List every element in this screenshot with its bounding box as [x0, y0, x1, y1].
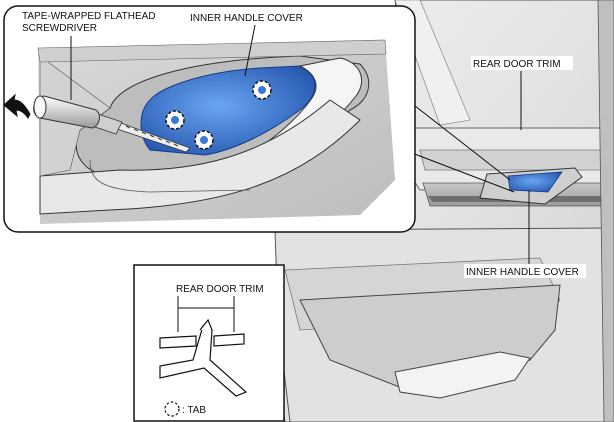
rear-door-trim-label: REAR DOOR TRIM — [473, 59, 561, 70]
dashed-circle-icon — [164, 401, 180, 417]
tab-legend-label: : TAB — [182, 405, 206, 416]
inner-handle-cover-label-right: INNER HANDLE COVER — [466, 267, 579, 278]
callout-tie-line-lower — [411, 152, 515, 193]
flathead-screwdriver — [33, 95, 191, 153]
inner-cover-top-leader — [244, 24, 256, 77]
tab-marker-3 — [194, 130, 214, 150]
section-view-inset: REAR DOOR TRIM : TAB — [133, 264, 285, 422]
inner-handle-cover — [140, 65, 316, 156]
tab-marker-2 — [165, 110, 185, 130]
right-labels: REAR DOOR TRIM INNER HANDLE COVER — [464, 56, 586, 278]
screwdriver-label-line2: SCREWDRIVER — [22, 23, 97, 34]
curved-arrow-icon — [3, 93, 31, 119]
zoomed-handle-callout: TAPE-WRAPPED FLATHEAD SCREWDRIVER INNER … — [3, 5, 416, 233]
tab-marker-1 — [252, 80, 272, 100]
inner-handle-cover-label-top: INNER HANDLE COVER — [190, 13, 303, 24]
inner-handle-cover-small — [507, 171, 563, 193]
screwdriver-label-line1: TAPE-WRAPPED FLATHEAD — [22, 11, 156, 22]
inset-rear-door-trim-label: REAR DOOR TRIM — [176, 284, 264, 295]
